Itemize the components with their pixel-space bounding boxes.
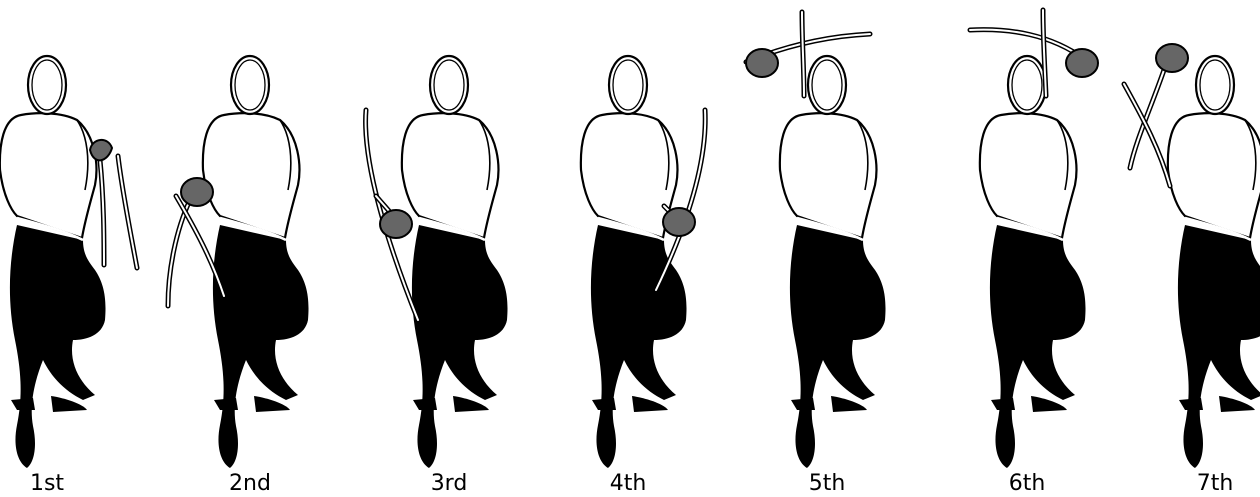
sword-guard xyxy=(181,178,213,206)
sword-guard xyxy=(1066,49,1098,77)
fencer-legs xyxy=(591,225,687,468)
fencer-foot xyxy=(214,398,238,410)
figures-layer xyxy=(0,10,1260,468)
figure-label-2: 2nd xyxy=(229,471,271,496)
fencer-torso xyxy=(1168,113,1260,238)
fencer-head xyxy=(430,56,468,114)
fencer-torso xyxy=(402,113,499,238)
sword-guard xyxy=(90,140,112,160)
fencer-figure-3 xyxy=(402,56,508,468)
sword-1 xyxy=(90,140,137,268)
fencer-head xyxy=(808,56,846,114)
figure-label-3: 3rd xyxy=(431,471,468,496)
fencer-foot xyxy=(413,398,437,410)
fencer-head xyxy=(1196,56,1234,114)
fencer-figure-1 xyxy=(0,56,106,468)
figure-label-1: 1st xyxy=(30,471,64,496)
fencer-foot xyxy=(592,398,616,410)
fencer-legs xyxy=(412,225,508,468)
fencer-legs xyxy=(213,225,309,468)
fencer-figure-7 xyxy=(1168,56,1260,468)
sword-blade xyxy=(1124,84,1170,186)
fencer-head xyxy=(231,56,269,114)
fencer-legs xyxy=(990,225,1086,468)
figure-label-5: 5th xyxy=(809,471,846,496)
fencer-foot xyxy=(991,398,1015,410)
fencer-foot xyxy=(791,398,815,410)
fencer-legs xyxy=(10,225,106,468)
fencer-figure-2 xyxy=(203,56,309,468)
fencer-legs xyxy=(1178,225,1260,468)
fencer-head xyxy=(28,56,66,114)
figure-labels: 1st 2nd 3rd 4th 5th 6th 7th xyxy=(30,471,1233,496)
sword-blade-highlight xyxy=(118,156,137,268)
fencer-foot xyxy=(1179,398,1203,410)
fencer-foot xyxy=(11,398,35,410)
fencer-torso xyxy=(980,113,1077,238)
figure-label-4: 4th xyxy=(610,471,647,496)
sword-guard xyxy=(663,208,695,236)
sword-guard xyxy=(1156,44,1188,72)
fencer-figure-6 xyxy=(980,56,1086,468)
figure-label-7: 7th xyxy=(1197,471,1234,496)
fencer-torso xyxy=(0,113,96,238)
figure-label-6: 6th xyxy=(1009,471,1046,496)
fencer-head xyxy=(609,56,647,114)
fencer-figure-5 xyxy=(780,56,886,468)
fencer-head xyxy=(1008,56,1046,114)
sword-guard xyxy=(380,210,412,238)
fencer-torso xyxy=(203,113,300,238)
sword-guard xyxy=(746,49,778,77)
fencer-torso xyxy=(780,113,877,238)
fencer-legs xyxy=(790,225,886,468)
